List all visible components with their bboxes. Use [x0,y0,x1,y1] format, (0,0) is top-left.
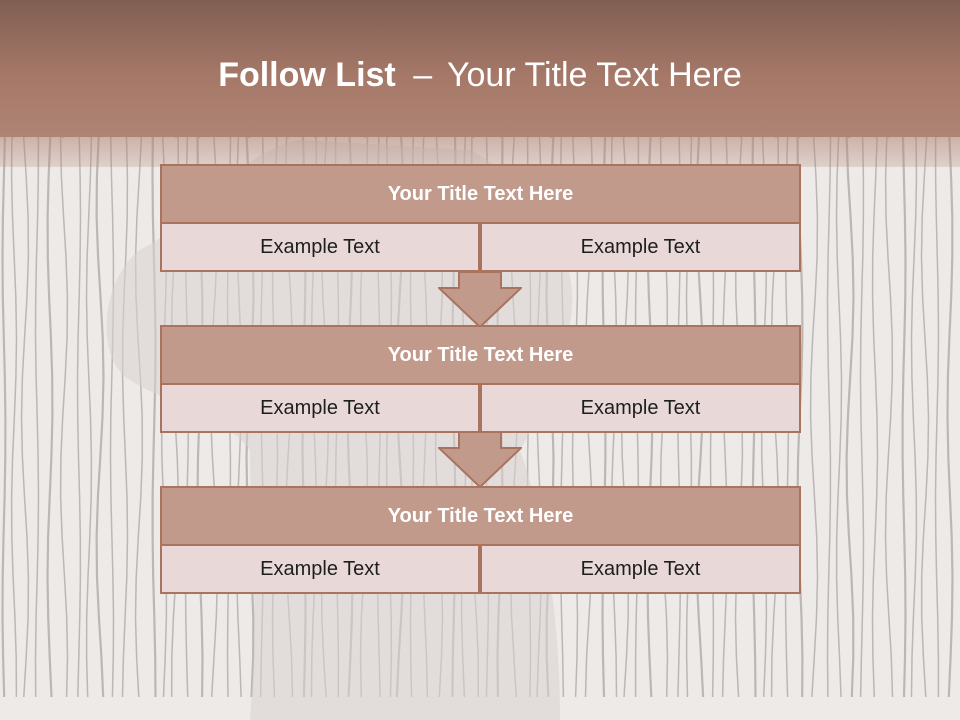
stripe-line [845,135,855,698]
slide-title: Follow List – Your Title Text Here [0,52,960,98]
block-right-text: Example Text [480,222,801,272]
stripe-line [109,136,115,698]
stripe-line [910,136,918,698]
stripe-line [920,136,930,698]
stripe-line [10,136,18,698]
title-separator: – [413,56,433,94]
stripe-line [151,135,157,698]
stripe-line [901,135,907,698]
block-right-text: Example Text [480,544,801,594]
title-bold: Follow List [218,56,396,94]
stripe-line [871,136,879,698]
header-fade [0,137,960,167]
stripe-line [835,136,843,698]
block-title: Your Title Text Here [160,164,801,224]
list-block-3: Your Title Text Here Example Text Exampl… [160,486,801,594]
stripe-line [934,136,940,697]
block-left-text: Example Text [160,383,480,433]
stripe-line [20,136,30,698]
stripe-line [95,135,105,698]
stripe-line [1,135,7,698]
stripe-line [826,136,832,698]
list-block-2: Your Title Text Here Example Text Exampl… [160,325,801,433]
block-title: Your Title Text Here [160,325,801,385]
list-block-1: Your Title Text Here Example Text Exampl… [160,164,801,272]
stripe-line [121,136,129,698]
stripe-line [134,136,144,698]
stripe-line [884,136,894,698]
stripe-line [59,136,69,698]
stripe-line [946,135,954,698]
block-left-text: Example Text [160,222,480,272]
block-left-text: Example Text [160,544,480,594]
stripe-line [46,135,54,698]
header-band [0,0,960,137]
stripe-line [85,136,93,698]
stripe-line [859,136,865,698]
stripe-line [76,136,82,698]
down-arrow-1 [438,272,522,328]
stripe-line [809,136,819,698]
down-arrow-2 [438,432,522,488]
block-title: Your Title Text Here [160,486,801,546]
stripe-line [34,136,40,698]
block-right-text: Example Text [480,383,801,433]
title-rest: Your Title Text Here [446,56,742,94]
